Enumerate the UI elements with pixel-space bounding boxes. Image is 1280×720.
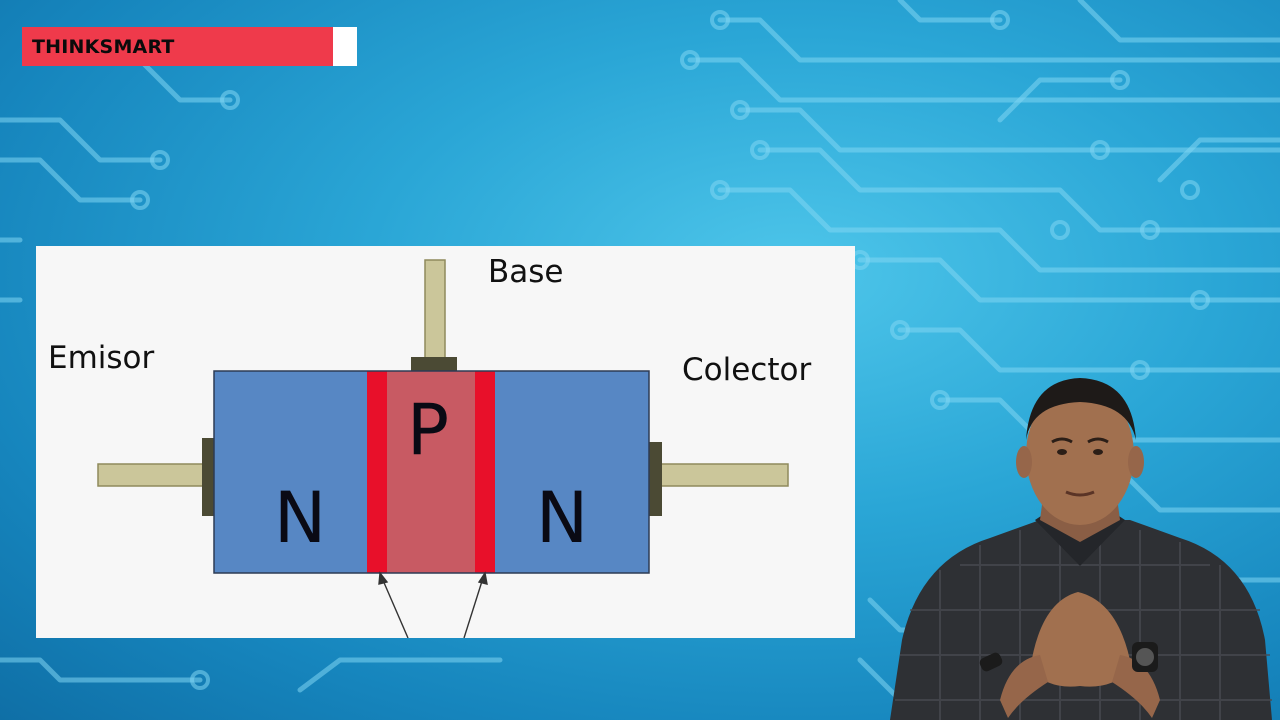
base-contact [411,357,457,371]
junction-base-collector [475,371,495,573]
emitter-contact [202,438,216,516]
region-label-n-left: N [274,477,326,559]
collector-label: Colector [682,352,811,388]
p-region-base [387,371,475,573]
collector-lead [659,463,789,487]
brand-banner: THINKSMART [22,27,333,66]
region-label-p: P [407,389,449,471]
n-region-collector [495,371,649,573]
junction-emitter-base [367,371,387,573]
junction-arrows [378,571,488,638]
presenter-image [890,378,1272,720]
emitter-lead [97,463,207,487]
transistor-body-outline [213,370,650,574]
collector-contact [648,442,662,516]
n-region-emitter [214,371,367,573]
base-label: Base [488,254,564,290]
base-lead [424,259,446,365]
emitter-label: Emisor [48,340,155,376]
transistor-diagram-panel: N P N Emisor Base Colector [36,246,855,638]
brand-name: THINKSMART [32,36,175,57]
npn-transistor-diagram: N P N Emisor Base Colector [48,254,811,638]
brand-banner-accent [333,27,357,66]
region-label-n-right: N [536,477,588,559]
